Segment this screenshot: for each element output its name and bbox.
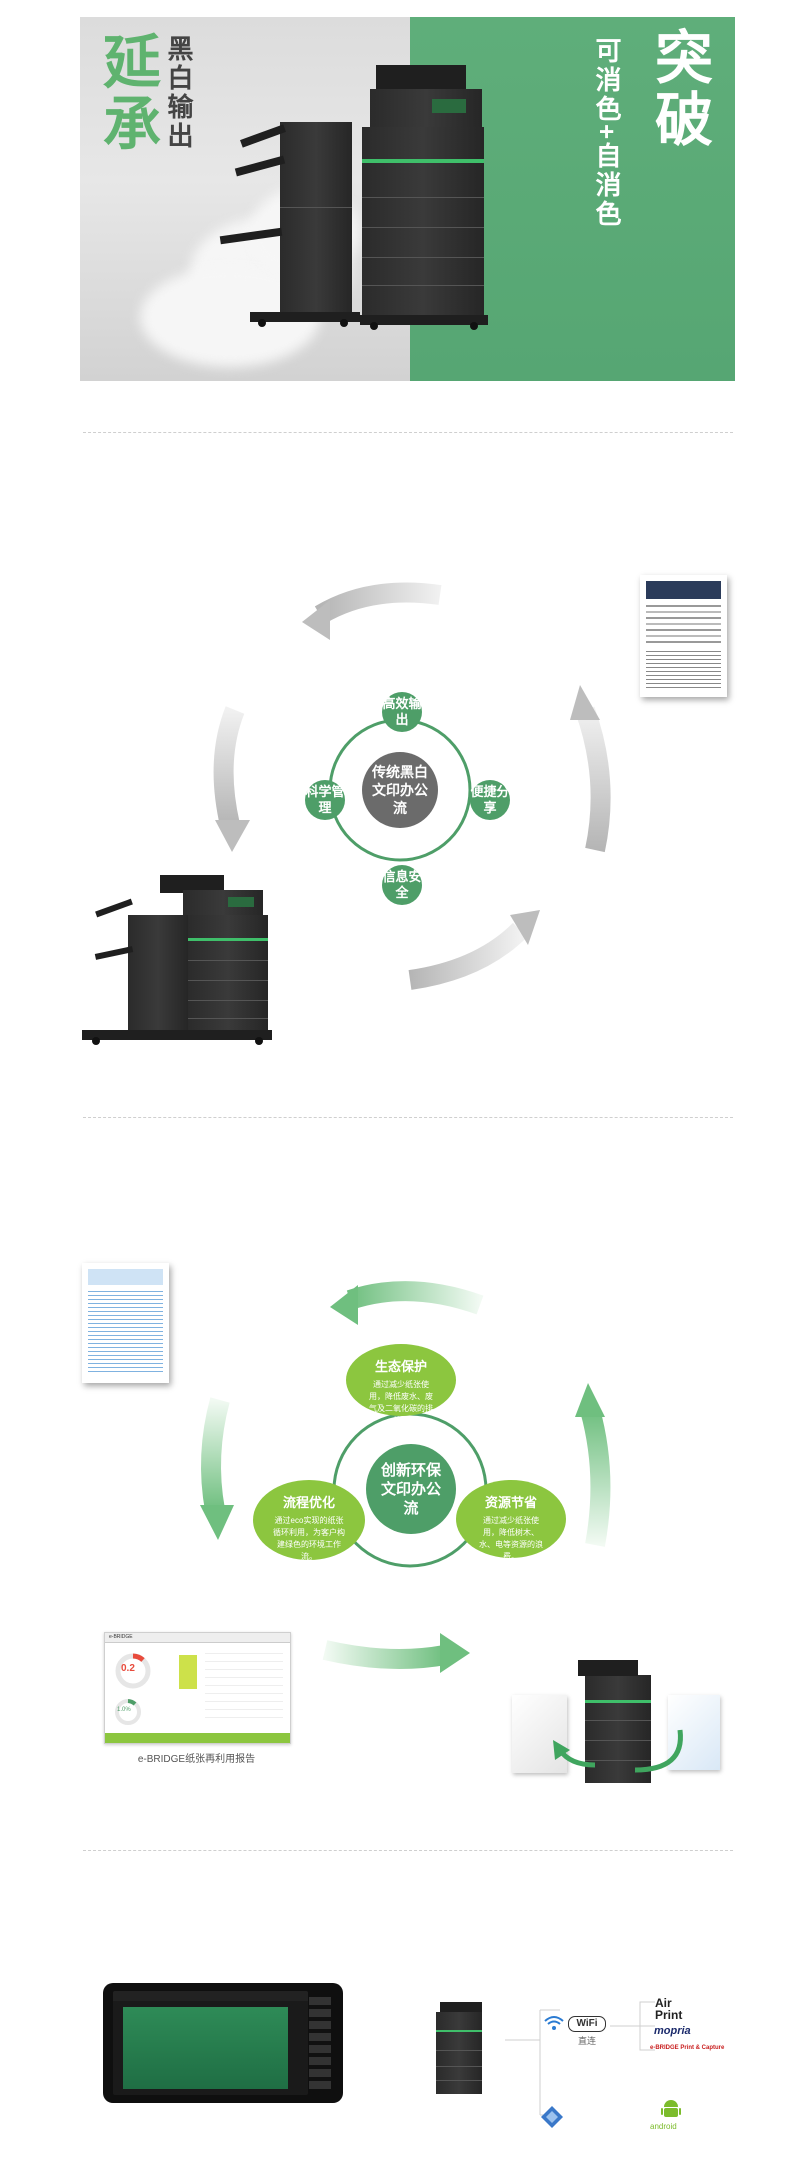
hero-banner: 延承 黑白输出 突破 可消色+自消色 xyxy=(80,17,735,381)
dashboard-caption: e-BRIDGE纸张再利用报告 xyxy=(137,1754,256,1765)
cycle2-node-resource-saving: 资源节省 通过减少纸张使用，降低树木、水、电等资源的浪费。 xyxy=(456,1480,566,1561)
connectivity-lines xyxy=(505,2001,655,2116)
cycle2-node-title: 流程优化 xyxy=(282,1495,335,1510)
cycle2-node-eco-protection: 生态保护 通过减少纸张使用，降低废水、废气及二氧化碳的排放。 xyxy=(346,1344,456,1425)
wifi-logo: WiFi xyxy=(568,2016,606,2032)
cycle1-node-convenient-share: 便捷分享 xyxy=(470,780,510,820)
cycle2-center: 创新环保文印办公流 xyxy=(366,1444,456,1534)
airprint-logo-top: Air xyxy=(655,1996,672,2010)
section-divider xyxy=(83,432,733,433)
hero-left-title: 延承 xyxy=(94,31,159,155)
cycle2-node-title: 生态保护 xyxy=(374,1359,427,1374)
mopria-logo: mopria xyxy=(654,2025,691,2037)
airprint-logo-bottom: Print xyxy=(655,2008,683,2022)
section-divider xyxy=(83,1850,733,1851)
printed-document-image xyxy=(640,575,727,697)
cycle1-arrows xyxy=(213,582,611,990)
direct-label: 直连 xyxy=(578,2036,597,2046)
ebridge-report-screenshot: e-BRIDGE 0.2 1.0% xyxy=(104,1632,291,1744)
wifi-icon xyxy=(544,2016,564,2030)
android-label: android xyxy=(650,2122,677,2131)
cycle2-node-desc: 通过减少纸张使用，降低树木、水、电等资源的浪费。 xyxy=(479,1516,543,1561)
android-icon xyxy=(661,2100,681,2117)
hero-left-subtitle: 黑白输出 xyxy=(164,35,194,151)
control-panel-tablet-image xyxy=(103,1983,343,2103)
section-divider xyxy=(83,1117,733,1118)
cycle1-node-scientific-management: 科学管理 xyxy=(305,780,345,820)
cycle1-node-efficient-output: 高效输出 xyxy=(382,692,422,732)
cycle2-node-desc: 通过eco实现的纸张循环利用，为客户构建绿色的环境工作流。 xyxy=(273,1516,345,1561)
dashboard-percent: 1.0% xyxy=(117,1707,131,1713)
ebridge-app-icon xyxy=(541,2106,563,2128)
ebridge-print-capture-logo: e-BRIDGE Print & Capture xyxy=(650,2045,725,2051)
cycle2-node-title: 资源节省 xyxy=(484,1495,537,1510)
cycle1-center: 传统黑白文印办公流 xyxy=(362,752,438,828)
cycle2-arrows xyxy=(200,1281,611,1673)
cycle1-node-info-security: 信息安全 xyxy=(382,865,422,905)
cycle2-node-desc: 通过减少纸张使用，降低废水、废气及二氧化碳的排放。 xyxy=(369,1380,433,1425)
cycle2-node-process-optimization: 流程优化 通过eco实现的纸张循环利用，为客户构建绿色的环境工作流。 xyxy=(253,1480,365,1561)
hero-right-title: 突破 xyxy=(646,27,711,151)
dashboard-value: 0.2 xyxy=(121,1663,135,1674)
reusable-document-image xyxy=(82,1263,169,1383)
hero-right-subtitle: 可消色+自消色 xyxy=(592,37,622,230)
